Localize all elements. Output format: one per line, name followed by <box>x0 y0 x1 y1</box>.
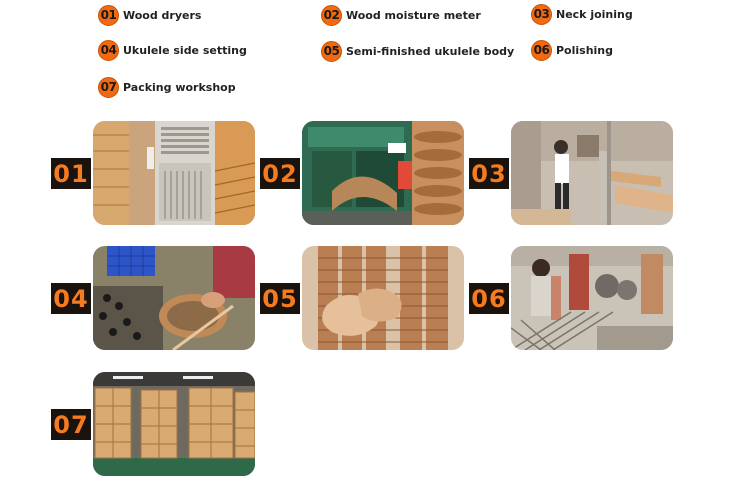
legend-item-07: 07 Packing workshop <box>98 76 236 98</box>
step-number-circle: 06 <box>531 39 552 61</box>
step-number-circle: 07 <box>98 76 119 98</box>
packing-workshop-photo <box>93 372 255 476</box>
step-number-circle: 03 <box>531 3 552 25</box>
step-05: 05 <box>260 246 464 350</box>
step-07: 07 <box>51 372 255 476</box>
semi-finished-body-photo <box>302 246 464 350</box>
step-badge: 06 <box>469 283 509 314</box>
step-badge: 01 <box>51 158 91 189</box>
legend-label: Packing workshop <box>123 80 236 94</box>
step-badge: 05 <box>260 283 300 314</box>
step-badge: 04 <box>51 283 91 314</box>
wood-dryer-photo <box>93 121 255 225</box>
step-number-circle: 01 <box>98 4 119 26</box>
moisture-meter-photo <box>302 121 464 225</box>
step-badge: 07 <box>51 409 91 440</box>
legend-label: Neck joining <box>556 7 633 21</box>
polishing-photo <box>511 246 673 350</box>
legend-label: Wood moisture meter <box>346 8 481 22</box>
step-number-circle: 02 <box>321 4 342 26</box>
step-03: 03 <box>469 121 673 225</box>
legend-label: Polishing <box>556 43 614 57</box>
step-badge: 02 <box>260 158 300 189</box>
step-number-circle: 05 <box>321 40 342 62</box>
step-02: 02 <box>260 121 464 225</box>
neck-joining-photo <box>511 121 673 225</box>
side-setting-photo <box>93 246 255 350</box>
step-04: 04 <box>51 246 255 350</box>
legend-item-03: 03 Neck joining <box>531 3 633 25</box>
legend-item-06: 06 Polishing <box>531 39 613 61</box>
step-01: 01 <box>51 121 255 225</box>
step-06: 06 <box>469 246 673 350</box>
legend-label: Semi-finished ukulele body <box>346 44 515 58</box>
legend-label: Wood dryers <box>123 8 202 22</box>
legend-item-05: 05 Semi-finished ukulele body <box>321 40 514 62</box>
legend-item-02: 02 Wood moisture meter <box>321 4 481 26</box>
legend-item-04: 04 Ukulele side setting <box>98 39 247 61</box>
step-badge: 03 <box>469 158 509 189</box>
legend-item-01: 01 Wood dryers <box>98 4 201 26</box>
legend-label: Ukulele side setting <box>123 43 247 57</box>
step-number-circle: 04 <box>98 39 119 61</box>
